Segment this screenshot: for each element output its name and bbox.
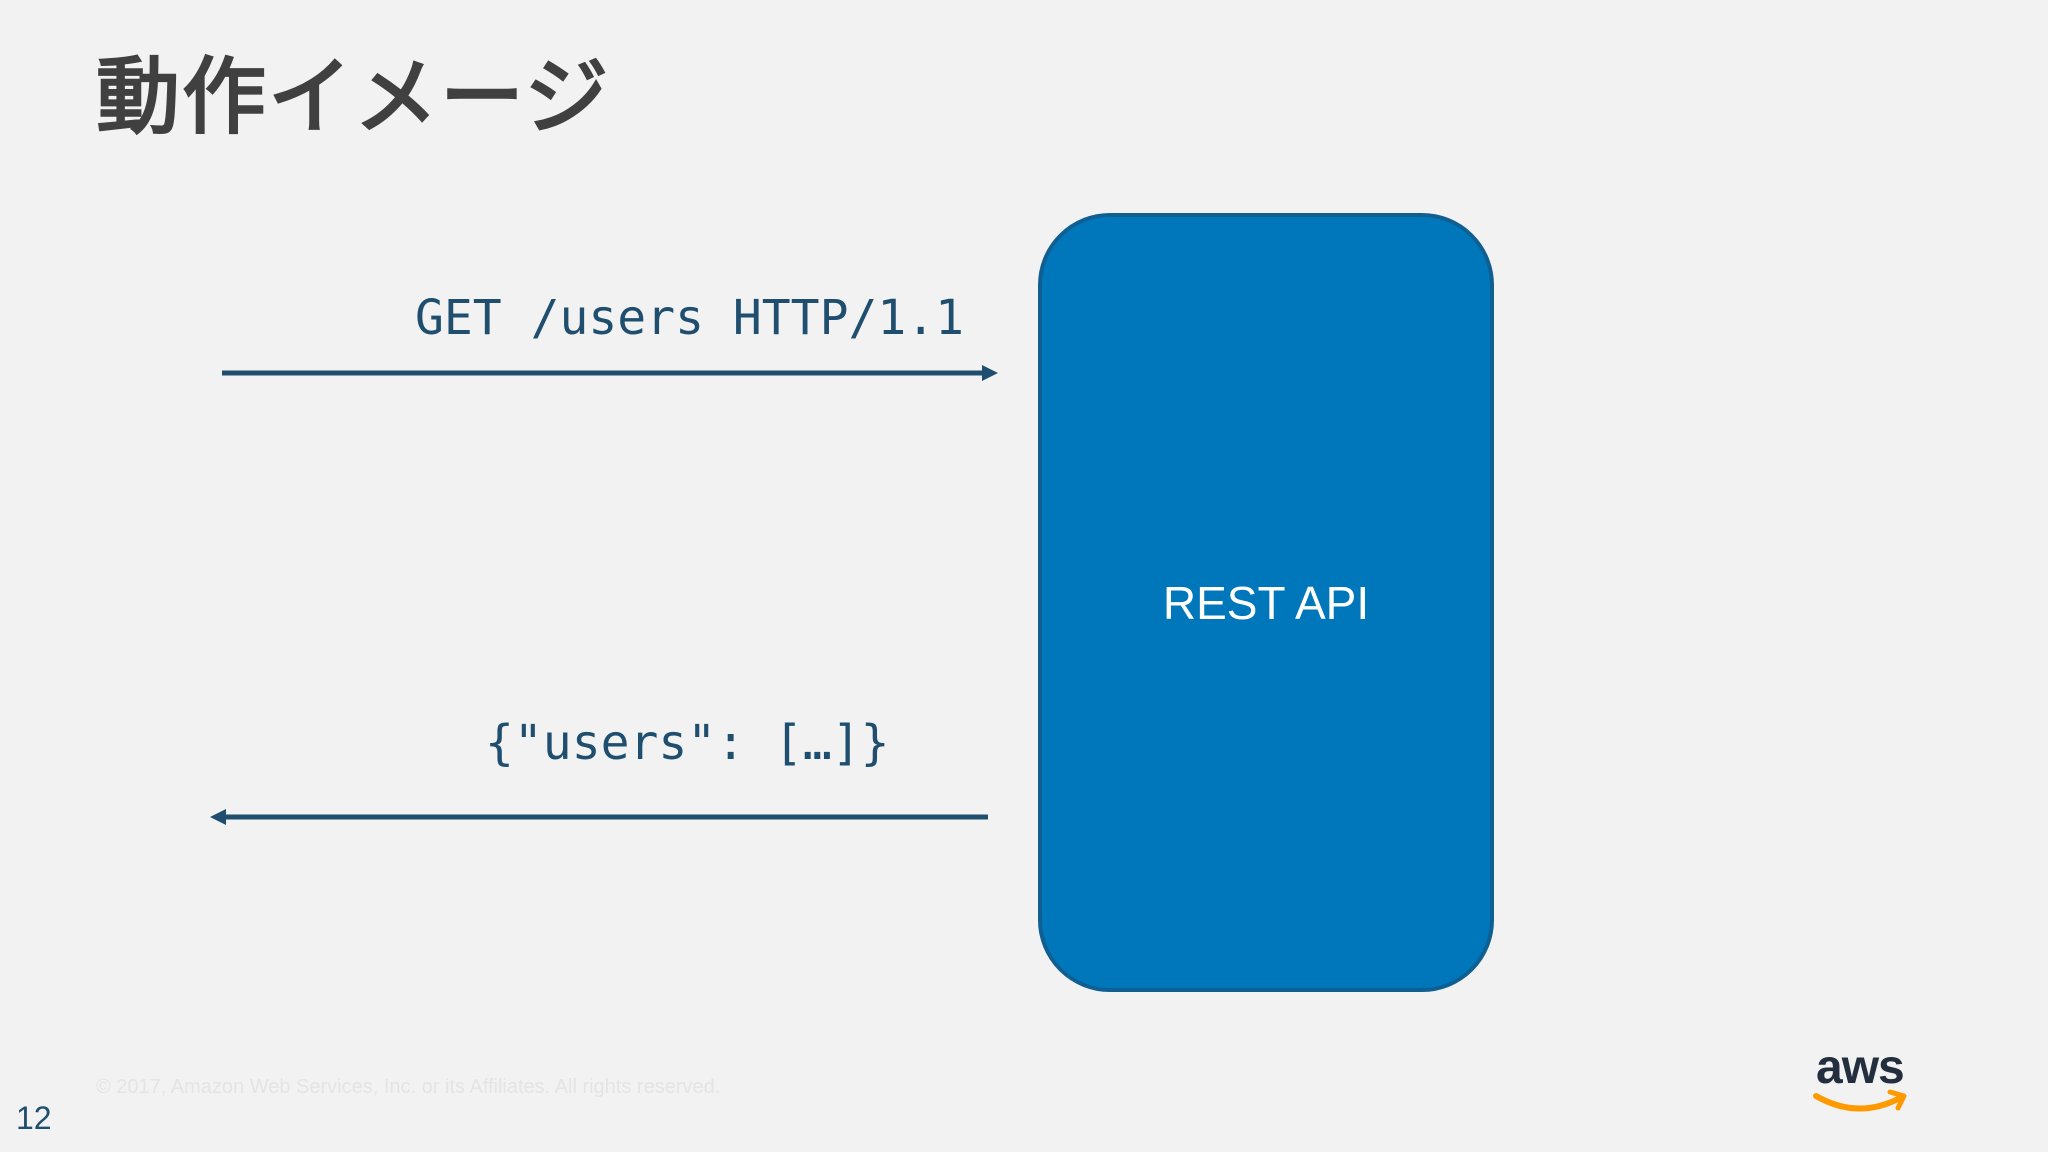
aws-logo-text: aws bbox=[1816, 1041, 1905, 1094]
page-number: 12 bbox=[16, 1100, 52, 1136]
aws-logo: aws bbox=[1808, 1040, 1918, 1120]
rest-api-box: REST API bbox=[1038, 213, 1494, 992]
rest-api-label: REST API bbox=[1162, 576, 1370, 629]
slide-title: 動作イメージ bbox=[96, 48, 611, 146]
request-label: GET /users HTTP/1.1 bbox=[415, 290, 965, 346]
response-label: {"users": […]} bbox=[485, 715, 890, 771]
aws-smile-icon bbox=[1813, 1089, 1907, 1112]
copyright-notice: © 2017, Amazon Web Services, Inc. or its… bbox=[96, 1076, 721, 1098]
response-arrow bbox=[210, 809, 988, 825]
request-arrow bbox=[222, 365, 998, 381]
